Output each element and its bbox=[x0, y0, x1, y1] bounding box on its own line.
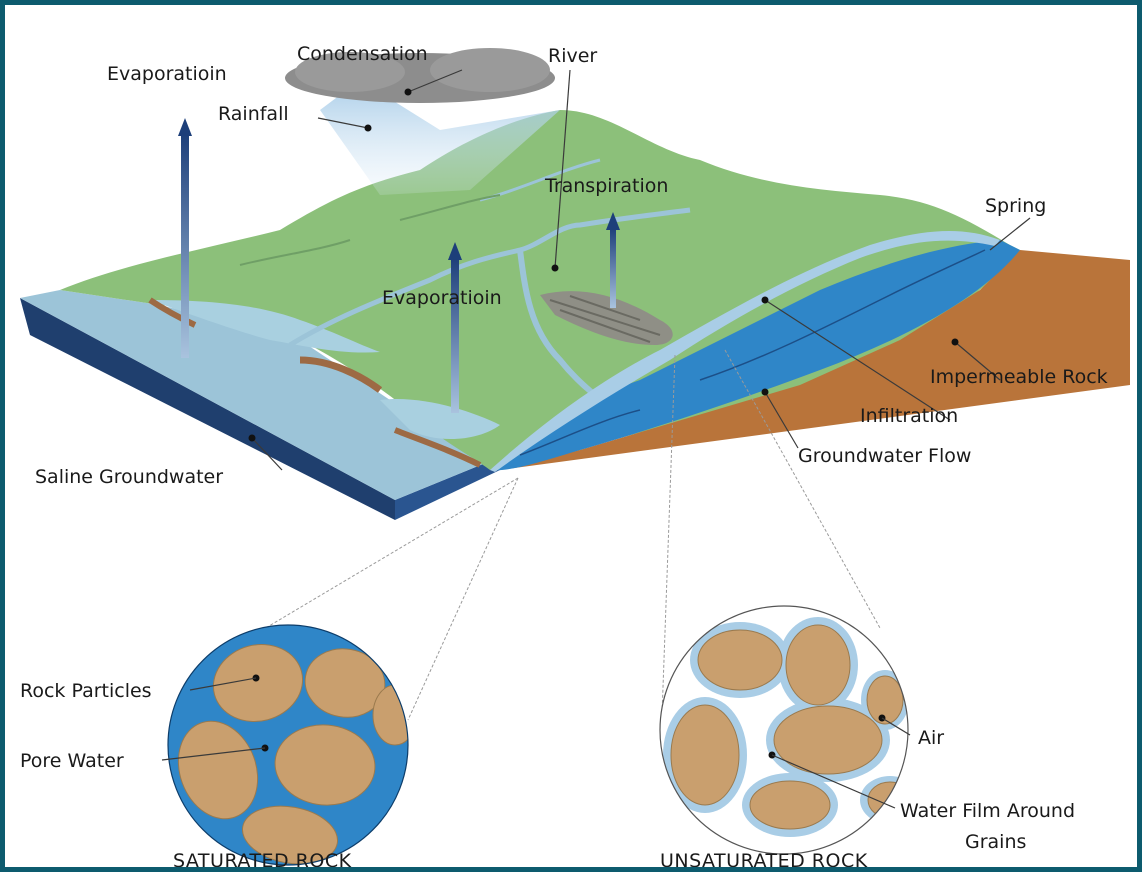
label-spring: Spring bbox=[985, 195, 1046, 217]
label-rainfall: Rainfall bbox=[218, 103, 289, 125]
evaporation-arrow-left bbox=[178, 118, 192, 358]
caption-unsaturated-rock: UNSATURATED ROCK bbox=[660, 850, 868, 867]
unsaturated-rock-inset bbox=[659, 605, 911, 855]
labels: Condensation River Evaporatioin Rainfall… bbox=[20, 43, 1108, 867]
cloud bbox=[285, 48, 560, 195]
sea-slab bbox=[20, 290, 505, 520]
vegetation bbox=[540, 291, 673, 345]
diagram-canvas: Condensation River Evaporatioin Rainfall… bbox=[20, 43, 1130, 867]
groundwater-body bbox=[490, 230, 1020, 472]
transpiration-arrow bbox=[606, 212, 620, 308]
label-air: Air bbox=[918, 727, 944, 749]
evaporation-arrow-mid bbox=[448, 242, 462, 413]
leader-lines bbox=[248, 69, 1031, 471]
label-river: River bbox=[548, 45, 597, 67]
label-infiltration: Infiltration bbox=[860, 405, 958, 427]
label-evaporation-mid: Evaporatioin bbox=[382, 287, 502, 309]
label-groundwater-flow: Groundwater Flow bbox=[798, 445, 971, 467]
label-water-film-line1: Water Film Around bbox=[900, 800, 1075, 822]
label-saline-groundwater: Saline Groundwater bbox=[35, 466, 223, 488]
caption-saturated-rock: SATURATED ROCK bbox=[173, 850, 352, 867]
label-water-film-line2: Grains bbox=[965, 831, 1026, 853]
zoom-guides bbox=[194, 349, 881, 721]
label-condensation: Condensation bbox=[297, 43, 428, 65]
saturated-rock-inset bbox=[161, 624, 409, 866]
label-transpiration: Transpiration bbox=[544, 175, 668, 197]
label-pore-water: Pore Water bbox=[20, 750, 124, 772]
impermeable-rock bbox=[500, 250, 1130, 470]
label-impermeable-rock: Impermeable Rock bbox=[930, 366, 1108, 388]
label-rock-particles: Rock Particles bbox=[20, 680, 152, 702]
label-evaporation-top: Evaporatioin bbox=[107, 63, 227, 85]
